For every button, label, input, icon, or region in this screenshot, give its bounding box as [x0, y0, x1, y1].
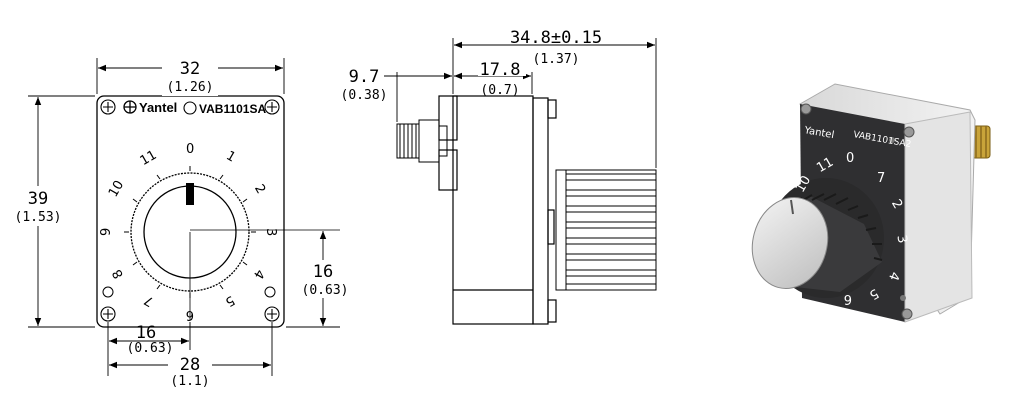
front-housing	[96, 95, 285, 328]
screw-icon	[264, 99, 280, 115]
dial-number-11: 11	[138, 148, 160, 169]
dim-width-in: (1.26)	[167, 80, 214, 95]
dim-height-mm: 39	[28, 189, 48, 209]
dial-ticks	[124, 166, 256, 298]
svg-text:7: 7	[877, 171, 885, 186]
screw-icon	[100, 306, 116, 322]
sma-connector	[396, 119, 448, 163]
dim-hole-spacing-mm: 28	[180, 355, 200, 375]
svg-text:3: 3	[893, 234, 909, 245]
front-brand-label: Yantel	[139, 100, 177, 115]
dim-center-right-in: (0.63)	[302, 283, 349, 298]
photo-brand-label: Yantel	[802, 125, 835, 141]
dial-number-6: 6	[186, 307, 194, 322]
dial-number-1: 1	[223, 148, 238, 165]
dim-body-mm: 17.8	[480, 60, 521, 80]
dim-width-mm: 32	[180, 59, 200, 79]
dial-number-4: 4	[250, 267, 267, 282]
dim-center-bottom-mm: 16	[136, 323, 156, 343]
dim-height-in: (1.53)	[15, 210, 62, 225]
svg-text:10: 10	[793, 173, 814, 195]
dial-number-0: 0	[186, 142, 194, 157]
screw-icon	[100, 99, 116, 115]
knob-pointer	[186, 183, 194, 205]
dim-center-right-mm: 16	[313, 262, 333, 282]
dim-body-in: (0.7)	[480, 83, 519, 98]
side-knob	[555, 169, 657, 291]
dim-connector-in: (0.38)	[341, 88, 388, 103]
dim-overall-in: (1.37)	[533, 52, 580, 67]
dial-number-10: 10	[106, 178, 127, 200]
product-photo	[751, 83, 991, 323]
mounting-hole	[264, 286, 276, 298]
svg-text:0: 0	[846, 151, 854, 166]
dial-number-7: 7	[142, 292, 157, 309]
yantel-logo-icon	[123, 100, 137, 114]
dim-connector-mm: 9.7	[349, 67, 380, 87]
dial-number-3: 3	[263, 228, 278, 236]
front-model-label: VAB1101SA	[199, 102, 266, 116]
connector-icon	[971, 125, 991, 159]
dial-number-5: 5	[222, 292, 237, 309]
dial-number-9: 9	[99, 228, 114, 236]
dim-center-bottom-in: (0.63)	[127, 341, 174, 356]
mounting-hole	[102, 286, 114, 298]
side-dimension-lines	[384, 38, 657, 168]
center-lines	[189, 229, 340, 320]
side-view	[396, 95, 657, 325]
svg-text:11: 11	[814, 155, 836, 176]
dim-hole-spacing-in: (1.1)	[170, 374, 209, 389]
photo-dial-numbers: 0 7 2 3 4 5 6 10 11	[793, 151, 910, 306]
svg-text:6: 6	[844, 291, 852, 306]
model-circle-icon	[183, 101, 197, 115]
dial-number-8: 8	[110, 266, 127, 281]
knob-knurl	[130, 172, 250, 292]
dial-number-2: 2	[251, 182, 268, 197]
dim-overall-mm: 34.8±0.15	[510, 28, 602, 48]
screw-icon	[264, 306, 280, 322]
knob-icon	[751, 178, 884, 298]
